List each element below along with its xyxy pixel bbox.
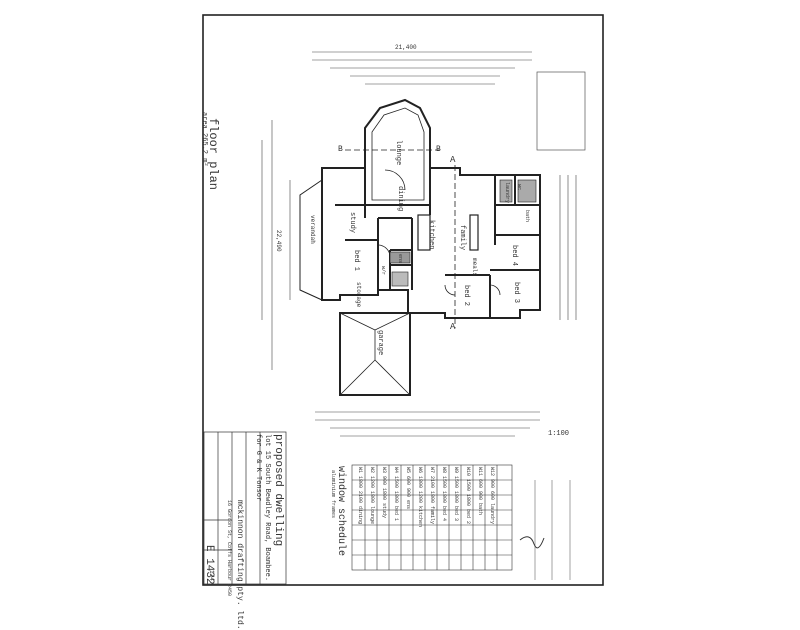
room-ens: ens: [397, 254, 403, 264]
window-schedule-grid: [351, 464, 513, 571]
project-title: proposed dwelling: [272, 434, 284, 547]
room-bed2: bed 2: [462, 285, 470, 307]
room-garage: garage: [376, 330, 384, 356]
room-study: study: [348, 212, 356, 234]
title-block-frame: [203, 431, 287, 585]
window-schedule-row: W11 600 900 bath: [477, 467, 483, 516]
window-schedule-row: W1 1800 2100 dining: [357, 467, 363, 525]
sheet-number: 1/4: [208, 570, 215, 581]
area-note: area 265.2 m²: [200, 112, 208, 167]
signature-area: [519, 480, 571, 580]
company-address: 16 Gordon St, Coffs Harbour 2450: [226, 500, 232, 597]
window-schedule-row: W5 600 900 ens: [405, 467, 411, 510]
section-mark-a-bottom: A: [450, 322, 456, 332]
window-schedule-row: W7 2100 1800 family: [429, 467, 435, 525]
room-bed3: bed 3: [512, 282, 520, 304]
room-family: family: [458, 225, 466, 251]
room-laundry: laundry: [504, 182, 510, 204]
window-schedule-row: W6 1800 1200 kitchen: [417, 467, 423, 528]
window-schedule-row: W8 1500 1800 bed 4: [441, 467, 447, 522]
window-schedule-row: W3 900 1800 study: [381, 467, 387, 519]
sheet-border: [202, 14, 604, 586]
window-schedule-row: W9 1500 1800 bed 3: [453, 467, 459, 522]
company-name: mckinnon drafting pty. ltd.: [235, 500, 244, 630]
room-meals: meals: [471, 258, 478, 277]
window-schedule-subtitle: aluminium frames: [330, 470, 336, 519]
drawing-sheet: [202, 14, 604, 586]
plan-title: floor plan: [206, 118, 220, 191]
overall-depth: 22,490: [275, 230, 282, 252]
section-mark-a-top: A: [450, 155, 456, 165]
window-schedule-row: W10 1500 1800 bed 2: [465, 467, 471, 525]
scale-note: 1:100: [548, 430, 570, 438]
room-kitchen: kitchen: [427, 220, 435, 250]
room-wir: w/r: [380, 266, 386, 276]
room-dining: dining: [396, 186, 404, 212]
revision-box: [536, 71, 586, 151]
room-bed1: bed 1: [352, 250, 360, 272]
room-wc: wc: [516, 184, 522, 191]
dimension-lines: [261, 51, 577, 437]
overall-width: 21,400: [395, 44, 417, 51]
section-mark-b-left: B: [338, 145, 343, 154]
window-schedule-row: W12 900 600 laundry: [489, 467, 495, 525]
room-verandah: verandah: [309, 215, 316, 244]
window-schedule-row: W4 1500 1800 bed 1: [393, 467, 399, 522]
room-lounge: lounge: [394, 140, 402, 166]
room-bath: bath: [524, 210, 530, 223]
floor-plan: [299, 98, 541, 396]
room-bed4: bed 4: [510, 245, 518, 267]
section-mark-b-right: B: [436, 145, 441, 154]
window-schedule-title: window schedule: [335, 466, 346, 557]
main-outline: [321, 167, 541, 319]
lot-address: lot 15 South Bewdley Road, Boambee.: [263, 434, 271, 582]
room-storage: storage: [355, 282, 362, 308]
client-name: for G & K Tonsor: [254, 434, 262, 502]
window-schedule-row: W2 1200 1800 lounge: [369, 467, 375, 525]
